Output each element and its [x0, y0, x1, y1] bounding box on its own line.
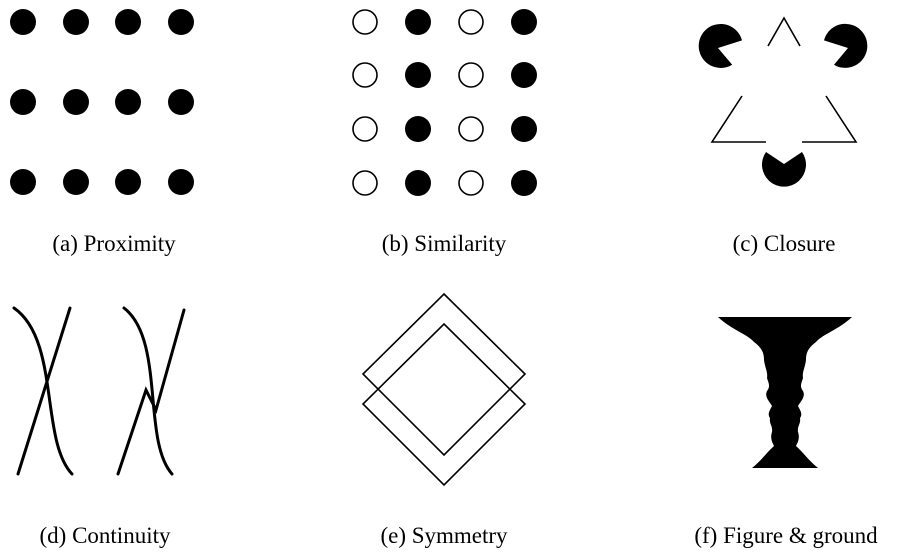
- proximity-illustration: [10, 9, 194, 195]
- caption-figure-ground: (f) Figure & ground: [694, 523, 878, 548]
- closure-illustration: [698, 16, 868, 187]
- similarity-illustration: [352, 9, 537, 196]
- symmetry-square-lower: [361, 322, 527, 487]
- symmetry-illustration: [361, 292, 527, 487]
- continuity-broken-curve: [122, 306, 174, 476]
- rubin-vase: [718, 317, 852, 468]
- caption-similarity: (b) Similarity: [381, 231, 507, 256]
- proximity-row-1: [10, 9, 194, 35]
- closure-outline-triangle: [710, 16, 858, 143]
- similarity-column-2-filled: [405, 9, 431, 196]
- similarity-column-3-open: [458, 9, 484, 196]
- similarity-column-1-open: [352, 9, 378, 196]
- continuity-broken-line: [116, 308, 186, 476]
- symmetry-square-upper: [361, 292, 527, 457]
- proximity-row-2: [10, 89, 194, 115]
- continuity-crossing-line: [16, 306, 72, 476]
- caption-symmetry: (e) Symmetry: [380, 523, 508, 548]
- caption-continuity: (d) Continuity: [39, 523, 171, 548]
- continuity-illustration: [12, 306, 186, 476]
- caption-closure: (c) Closure: [732, 231, 836, 256]
- proximity-row-3: [10, 169, 194, 195]
- continuity-crossing-curve: [12, 306, 74, 476]
- pacman-bottom: [762, 152, 807, 187]
- similarity-column-4-filled: [511, 9, 537, 196]
- figure-ground-illustration: [718, 317, 852, 468]
- pacman-top-right: [824, 23, 868, 68]
- pacman-top-left: [698, 23, 742, 68]
- caption-proximity: (a) Proximity: [52, 231, 176, 256]
